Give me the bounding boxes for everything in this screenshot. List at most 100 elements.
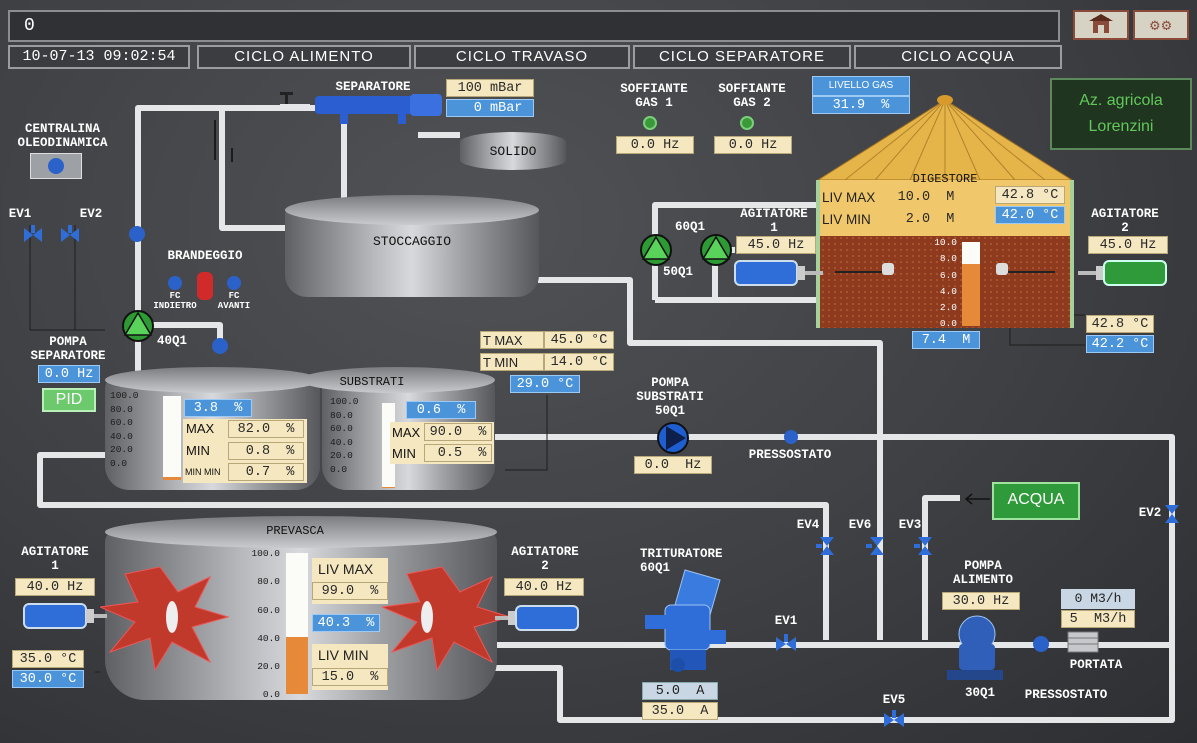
prevasca-agitatore2-hz[interactable]: 40.0 Hz <box>504 578 584 596</box>
valve-ev1-right-icon[interactable] <box>774 633 798 655</box>
tank-left-max[interactable]: 82.0 % <box>228 420 304 438</box>
tank-left-tick-40: 40.0 <box>110 430 133 442</box>
pompa-alimento-code: 30Q1 <box>964 686 995 700</box>
tab-ciclo-travaso[interactable]: CICLO TRAVASO <box>414 45 630 69</box>
digestore-agitatore2-label: AGITATORE 2 <box>1091 207 1159 235</box>
prevasca-agitatore2-label: AGITATORE 2 <box>511 545 579 573</box>
pompa-separatore-code: 40Q1 <box>156 334 187 348</box>
substrati-max[interactable]: 90.0 % <box>424 423 492 441</box>
valve-ev5-icon[interactable] <box>882 709 906 731</box>
centralina-status-icon <box>48 158 64 174</box>
soffiante-gas2-hz[interactable]: 0.0 Hz <box>714 136 792 154</box>
centralina-unit[interactable] <box>30 153 82 179</box>
digestore-pump2-icon[interactable] <box>698 233 734 267</box>
prevasca-level-bar <box>286 553 308 694</box>
digestore-agitatore1-label: AGITATORE 1 <box>740 207 808 235</box>
digestore-agitatore2-motor-icon[interactable] <box>1078 258 1168 288</box>
digestore-agitatore1-motor-icon[interactable] <box>733 258 823 288</box>
tank-left-minmin[interactable]: 0.7 % <box>228 463 304 481</box>
digestore-livmax[interactable]: 10.0 M <box>897 190 955 205</box>
tank-left-tick-20: 20.0 <box>110 444 133 455</box>
digestore-tank[interactable] <box>815 92 1075 332</box>
trituratore-icon[interactable] <box>640 565 735 680</box>
ev1-right-label: EV1 <box>774 614 798 628</box>
pompa-substrati-icon[interactable] <box>655 421 691 455</box>
tmax-value[interactable]: 45.0 °C <box>544 331 614 349</box>
tank-left-tick-80: 80.0 <box>110 403 133 415</box>
soffiante-gas2-indicator[interactable] <box>740 116 754 130</box>
home-button[interactable] <box>1073 10 1129 40</box>
portata-value2[interactable]: 5 M3/h <box>1061 610 1135 628</box>
valve-ev2-right-icon[interactable] <box>1161 503 1183 525</box>
tab-ciclo-separatore[interactable]: CICLO SEPARATORE <box>633 45 851 69</box>
valve-ev2-left-icon[interactable] <box>59 224 81 246</box>
prevasca-label: PREVASCA <box>266 524 324 538</box>
tab-ciclo-acqua[interactable]: CICLO ACQUA <box>854 45 1062 69</box>
prevasca-agitatore2-motor-icon[interactable] <box>495 602 580 634</box>
pid-button[interactable]: PID <box>42 388 96 412</box>
tmin-value[interactable]: 14.0 °C <box>544 353 614 371</box>
prevasca-livmax[interactable]: 99.0 % <box>312 582 388 600</box>
prevasca-agitatore1-hz[interactable]: 40.0 Hz <box>15 578 95 596</box>
substrati-scale: 100.0 80.0 60.0 40.0 20.0 0.0 <box>330 396 375 475</box>
digestore-pump1-icon[interactable] <box>638 233 674 267</box>
tab-ciclo-alimento[interactable]: CICLO ALIMENTO <box>197 45 411 69</box>
prevasca-agitatore1-motor-icon[interactable] <box>22 600 107 632</box>
valve-ev3-icon[interactable] <box>914 535 936 557</box>
digestore-agitatore1-hz[interactable]: 45.0 Hz <box>736 236 816 254</box>
svg-text:⚙⚙: ⚙⚙ <box>1149 19 1172 34</box>
pressostato-alimento-indicator <box>1033 636 1049 652</box>
valve-ev4-icon[interactable] <box>816 535 838 557</box>
ev3-label: EV3 <box>898 518 922 532</box>
tank-left-min[interactable]: 0.8 % <box>228 442 304 460</box>
datetime-display: 10-07-13 09:02:54 <box>8 45 190 69</box>
prevasca-agitatore1-label: AGITATORE 1 <box>21 545 89 573</box>
acqua-button[interactable]: ACQUA <box>992 482 1080 520</box>
digestore-tick-4: 4.0 <box>939 285 957 297</box>
tank-left-min-label: MIN <box>186 443 210 458</box>
settings-button[interactable]: ⚙⚙ <box>1133 10 1189 40</box>
ev4-label: EV4 <box>796 518 820 532</box>
tank-left-max-label: MAX <box>186 421 215 436</box>
tank-inlet-sensor <box>212 338 228 354</box>
soffiante-gas1-hz[interactable]: 0.0 Hz <box>616 136 694 154</box>
substrati-max-label: MAX <box>392 425 421 440</box>
pompa-substrati-label: POMPA SUBSTRATI 50Q1 <box>636 376 704 418</box>
digestore-temp3[interactable]: 42.8 °C <box>1086 315 1154 333</box>
tank-left-minmin-label: MIN MIN <box>185 467 221 477</box>
pressostato-alimento-label: PRESSOSTATO <box>1024 688 1108 702</box>
trituratore-current2[interactable]: 35.0 A <box>642 702 718 720</box>
pompa-alimento-icon[interactable] <box>945 612 1005 684</box>
digestore-livmax-label: LIV MAX <box>822 190 876 205</box>
pressostato-substrati-indicator <box>784 430 798 444</box>
pompa-alimento-hz[interactable]: 30.0 Hz <box>942 592 1020 610</box>
separatore-icon[interactable] <box>270 90 450 130</box>
soffiante-gas1-label: SOFFIANTE GAS 1 <box>620 82 688 110</box>
soffiante-gas1-indicator[interactable] <box>643 116 657 130</box>
prevasca-livmin[interactable]: 15.0 % <box>312 668 388 686</box>
digestore-agitatore2-hz[interactable]: 45.0 Hz <box>1088 236 1168 254</box>
substrati-min[interactable]: 0.5 % <box>424 444 492 462</box>
valve-ev1-left-icon[interactable] <box>22 224 44 246</box>
trituratore-label: TRITURATORE 60Q1 <box>640 547 723 575</box>
pompa-substrati-hz[interactable]: 0.0 Hz <box>634 456 712 474</box>
digestore-scale: 10.0 8.0 6.0 4.0 2.0 0.0 <box>925 237 957 329</box>
digestore-livmin[interactable]: 2.0 M <box>897 212 955 227</box>
prevasca-level-fill <box>286 637 308 694</box>
prevasca-tick-60: 60.0 <box>257 604 280 616</box>
prevasca-temp1[interactable]: 35.0 °C <box>12 650 84 668</box>
fc-indietro-label: FC INDIETRO <box>153 291 197 311</box>
centralina-label: CENTRALINA OLEODINAMICA <box>17 122 108 150</box>
settings-icon: ⚙⚙ <box>1149 19 1172 34</box>
brandeggio-actuator[interactable] <box>197 272 213 300</box>
pressostato-substrati-label: PRESSOSTATO <box>748 448 832 462</box>
tank-left-tick-60: 60.0 <box>110 417 133 428</box>
separatore-pressure-set[interactable]: 100 mBar <box>446 79 534 97</box>
valve-ev6-icon[interactable] <box>866 535 888 557</box>
substrati-tick-20: 20.0 <box>330 450 353 461</box>
alarm-bar[interactable]: 0 <box>8 10 1060 42</box>
digestore-temp1[interactable]: 42.8 °C <box>995 186 1065 204</box>
pompa-separatore-icon[interactable] <box>120 309 156 343</box>
fc-avanti-indicator <box>227 276 241 290</box>
prevasca-temp2: 30.0 °C <box>12 670 84 688</box>
